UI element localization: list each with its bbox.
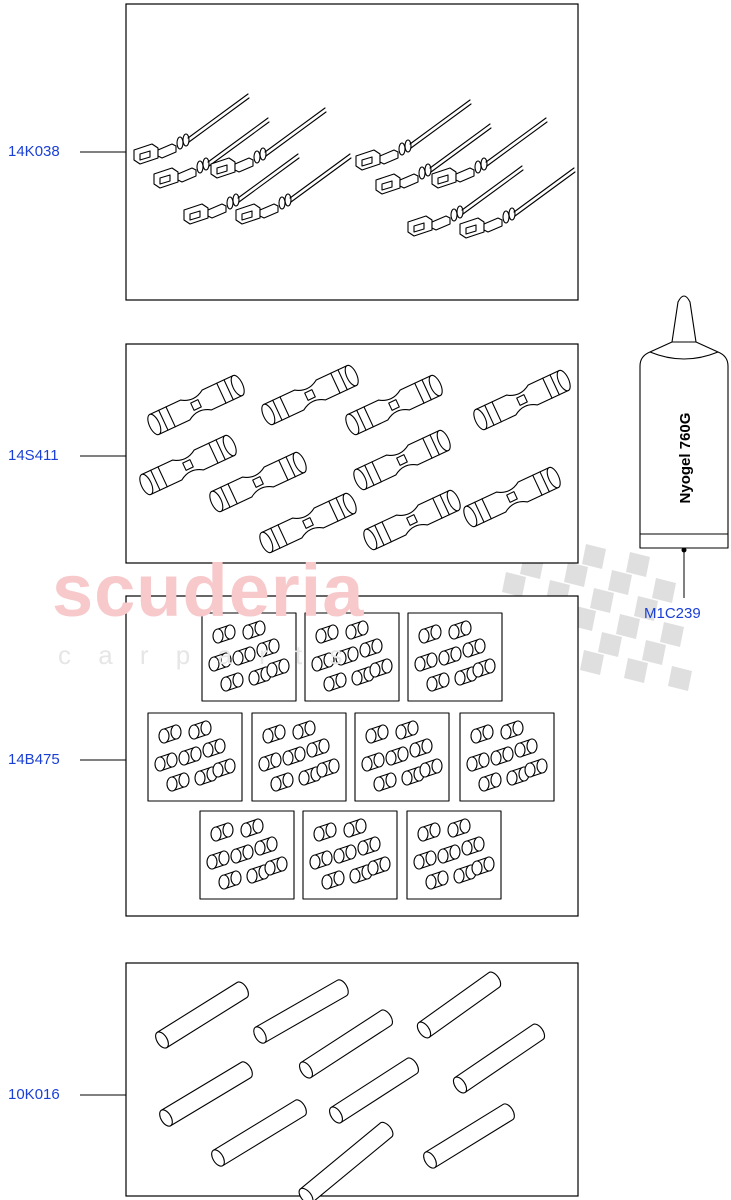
butt-splice-icon [363, 489, 461, 551]
heat-shrink-tube-icon [298, 1009, 393, 1079]
crimp-sleeve-pack-icon [354, 712, 450, 802]
terminal-connector-icon [459, 167, 576, 239]
terminal-connector-icon [183, 153, 300, 225]
terminal-connector-icon [235, 153, 352, 225]
butt-splice-icon [259, 492, 357, 554]
heat-shrink-tube-icon [329, 1057, 419, 1124]
heat-shrink-tube-group [155, 971, 546, 1200]
grease-tube-label: Nyogel 760G [677, 413, 694, 504]
terminal-connector-icon [407, 165, 524, 237]
callout-14K038[interactable]: 14K038 [8, 143, 60, 160]
crimp-sleeve-pack-icon [406, 810, 502, 900]
terminal-connector-icon [210, 107, 327, 179]
butt-splice-icon [345, 374, 443, 436]
butt-splice-icon [463, 466, 561, 528]
callout-14S411[interactable]: 14S411 [8, 447, 59, 464]
crimp-sleeve-pack-icon [407, 612, 503, 702]
terminal-connector-icon [431, 117, 548, 189]
butt-splice-icon [209, 451, 307, 513]
butt-splice-group [139, 364, 571, 554]
callout-10K016[interactable]: 10K016 [8, 1086, 60, 1103]
grease-tube-icon[interactable]: Nyogel 760G [639, 295, 729, 549]
heat-shrink-tube-icon [155, 981, 249, 1049]
heat-shrink-tube-icon [423, 1103, 515, 1169]
butt-splice-icon [353, 429, 451, 491]
leader-dot-M1C239 [681, 547, 687, 553]
heat-shrink-tube-icon [416, 971, 502, 1039]
butt-splice-icon [261, 364, 359, 426]
crimp-sleeve-pack-icon [459, 712, 555, 802]
heat-shrink-tube-icon [253, 979, 349, 1044]
heat-shrink-tube-icon [452, 1023, 546, 1094]
butt-splice-icon [473, 369, 571, 431]
panel-14K038[interactable] [125, 3, 579, 301]
callout-14B475[interactable]: 14B475 [8, 751, 60, 768]
terminal-connector-icon [355, 99, 472, 171]
butt-splice-icon [139, 434, 237, 496]
crimp-sleeve-pack-icon [147, 712, 243, 802]
terminal-connector-icon [375, 123, 492, 195]
butt-splice-icon [147, 374, 245, 436]
callout-M1C239[interactable]: M1C239 [644, 605, 701, 622]
terminal-connector-icon [153, 117, 270, 189]
terminal-connector-group [133, 93, 576, 239]
heat-shrink-tube-icon [211, 1099, 307, 1167]
heat-shrink-tube-icon [159, 1061, 253, 1127]
crimp-sleeve-pack-icon [201, 612, 297, 702]
terminal-connector-icon [133, 93, 250, 165]
crimp-sleeve-pack-icon [199, 810, 295, 900]
crimp-sleeve-pack-icon [302, 810, 398, 900]
crimp-sleeve-pack-icon [251, 712, 347, 802]
crimp-sleeve-pack-icon [304, 612, 400, 702]
crimp-sleeve-pack-group [147, 612, 555, 900]
